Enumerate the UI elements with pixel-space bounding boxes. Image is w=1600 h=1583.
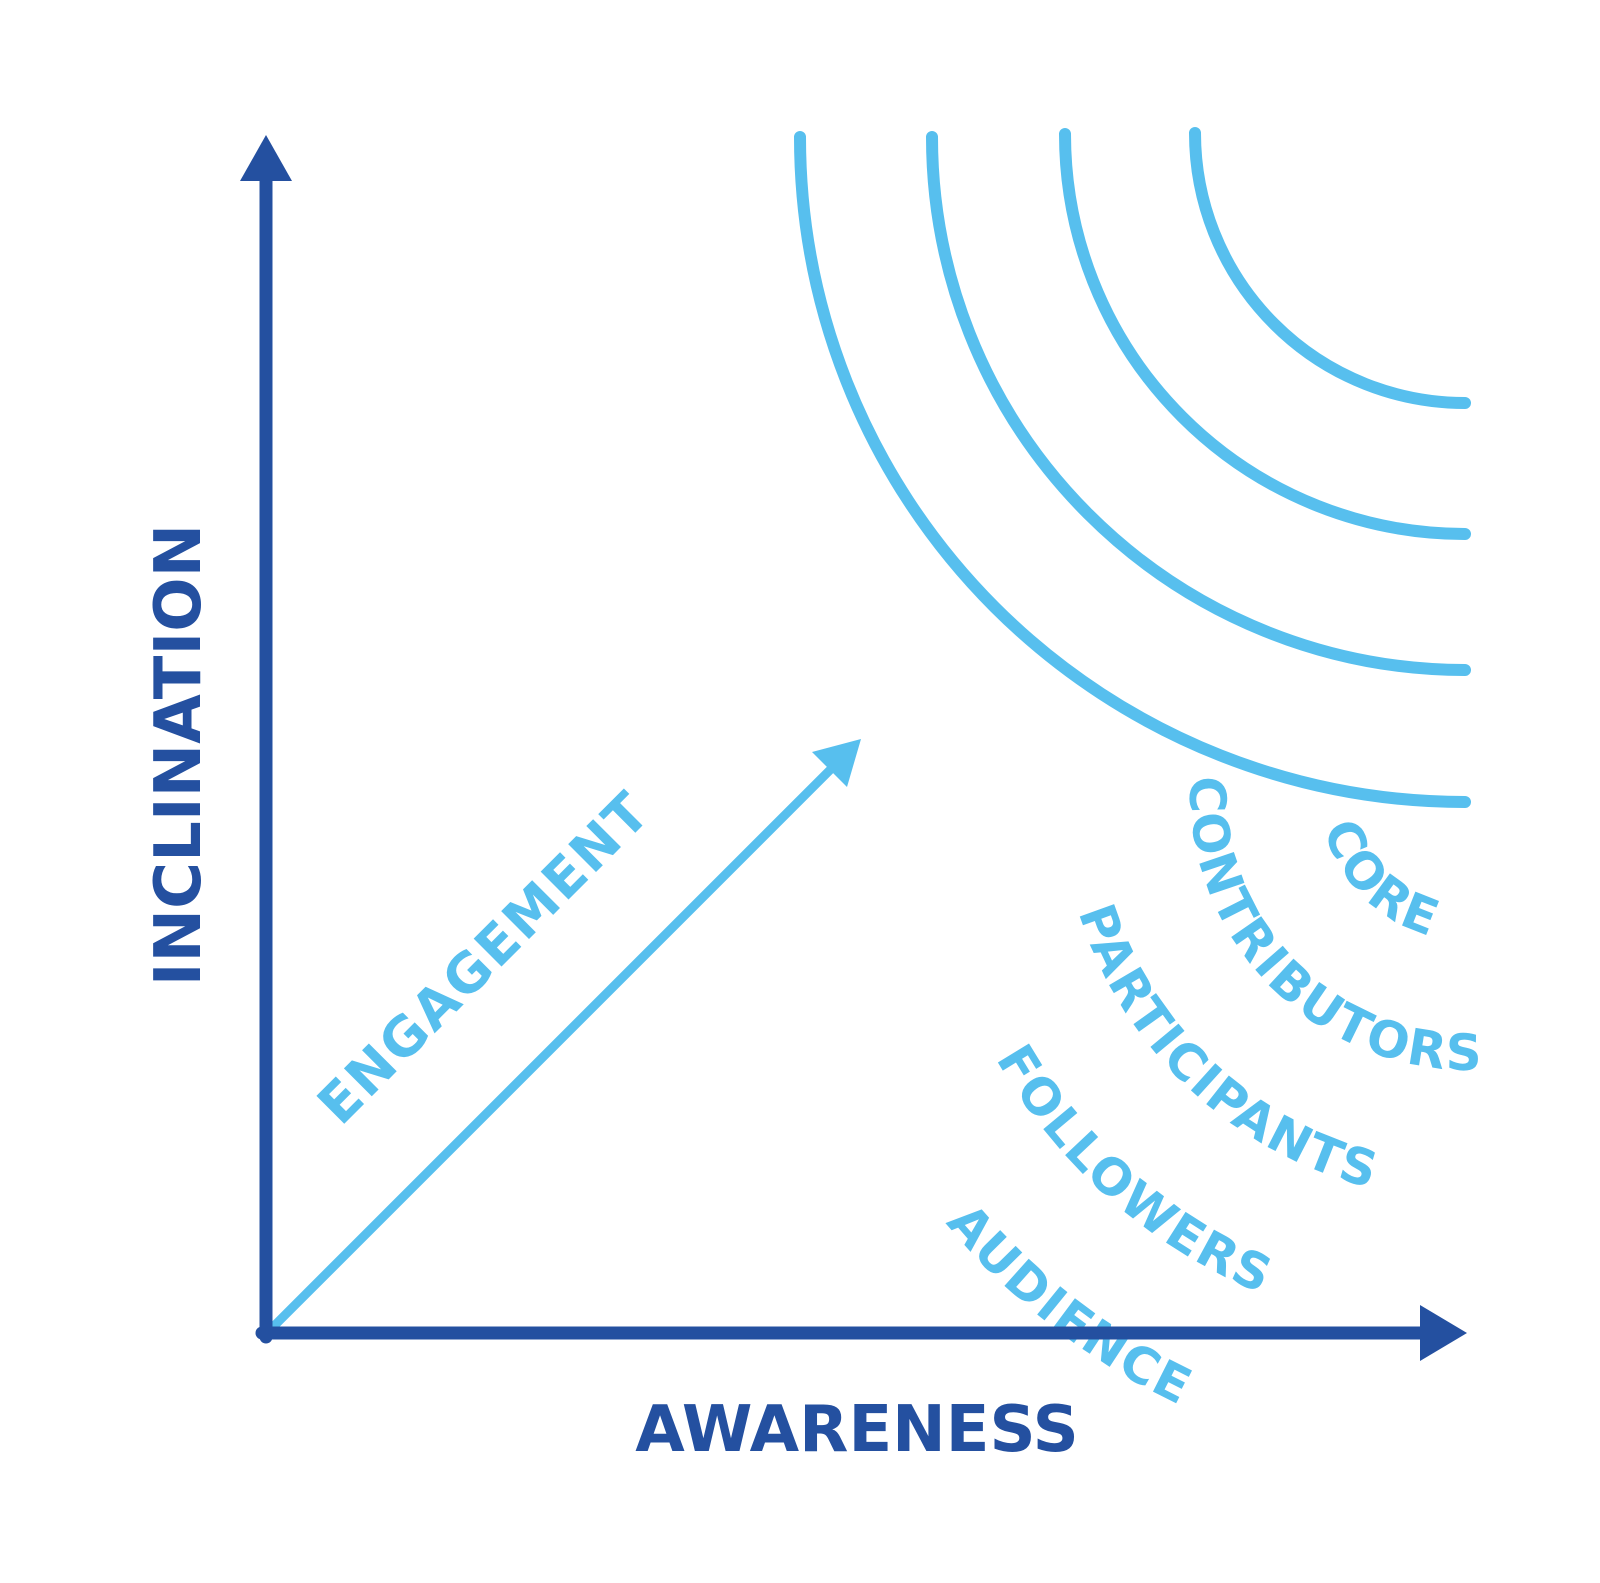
ring-arc-followers <box>926 131 1471 676</box>
engagement-arrow-head <box>812 739 861 787</box>
axes <box>240 135 1467 1361</box>
ring-arc-contributors <box>1189 127 1471 409</box>
y-axis-arrow-head <box>240 135 292 181</box>
ring-label-contributors: CONTRIBUTORS <box>1178 776 1485 1083</box>
engagement-rings <box>794 127 1471 808</box>
y-axis-label: INCLINATION <box>142 524 216 987</box>
ring-arc-audience <box>794 131 1471 808</box>
engagement-arrow-shaft <box>267 762 838 1333</box>
ring-arc-participants <box>1059 128 1471 540</box>
engagement-arrow <box>267 739 861 1333</box>
engagement-label: ENGAGEMENT <box>305 779 662 1136</box>
x-axis-arrow-head <box>1420 1305 1467 1361</box>
ring-labels: AUDIENCE FOLLOWERS PARTICIPANTS CONTRIBU… <box>936 776 1485 1417</box>
ring-label-core: CORE <box>1312 811 1449 948</box>
x-axis-label: AWARENESS <box>635 1393 1079 1467</box>
